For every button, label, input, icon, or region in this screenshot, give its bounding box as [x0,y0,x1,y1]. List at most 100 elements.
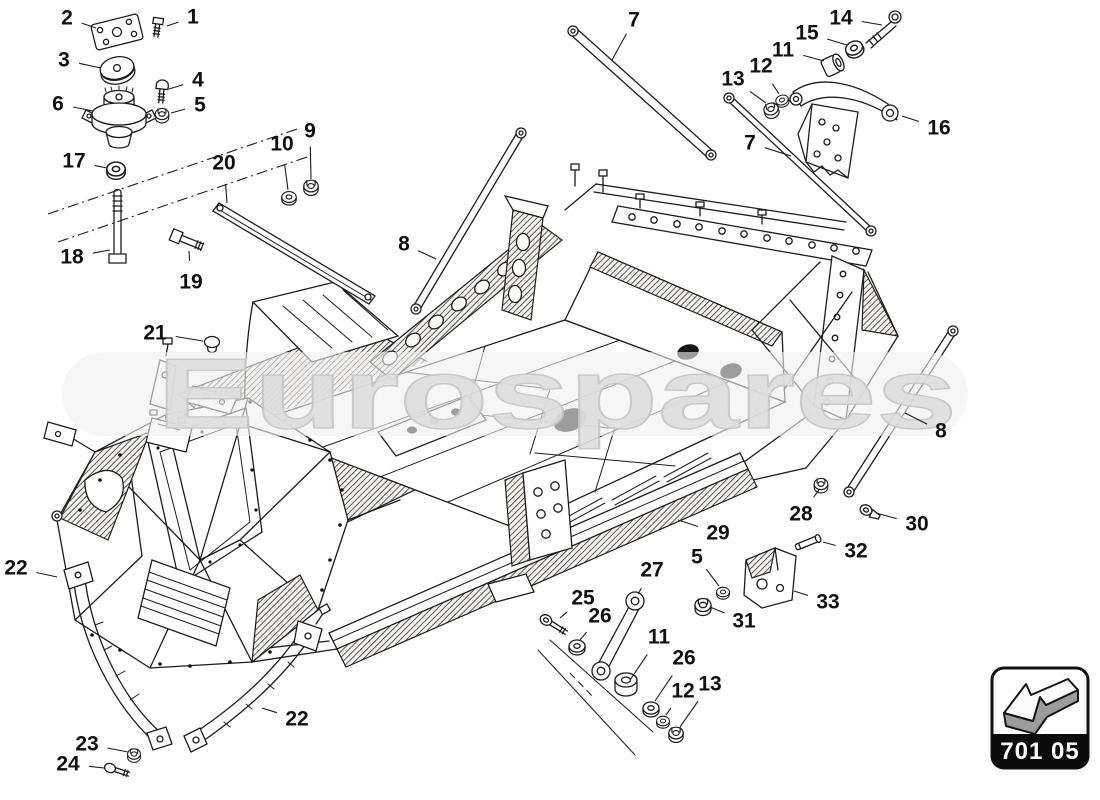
callout-leader-line [826,38,848,46]
callout-label: 7 [744,132,756,155]
part-nut-31 [694,597,712,617]
callout-leader-line [92,249,111,254]
callout-leader-line [705,568,720,587]
callout-leader-line [73,106,94,112]
callout-leader-line [904,412,928,425]
callout-label: 17 [62,150,85,173]
callout-label: 2 [61,7,73,30]
callout-label: 11 [648,626,671,649]
part-plate-2 [90,13,144,51]
part-washer-12b [656,715,670,729]
callout-label: 5 [194,94,206,117]
part-bar-20 [212,202,376,305]
callout-label: 15 [795,22,819,45]
callout-label: 12 [749,55,772,78]
callout-label: 13 [698,673,721,696]
callout-leader-line [861,20,883,26]
callout-label: 30 [905,513,928,536]
callout-label: 26 [672,647,695,670]
part-nut-5a [154,107,170,124]
callout-leader-line [875,512,897,520]
part-pin-32 [794,534,822,551]
callout-label: 18 [60,246,84,269]
callout-label: 7 [628,9,640,32]
callout-label: 23 [75,733,98,756]
callout-label: 6 [52,93,64,116]
part-bracket-33 [743,547,797,609]
callout-leader-line [36,571,58,578]
part-link-27 [591,591,645,681]
part-bolt-4 [155,79,169,104]
callout-label: 33 [816,591,839,614]
part-bolt-18 [108,188,127,264]
callout-leader-line [168,84,184,90]
callout-leader-line [629,654,648,681]
part-washer-10 [281,191,297,206]
callout-leader-line [749,90,767,104]
callout-leader-line [679,700,699,728]
exploded-parts [63,10,959,778]
callout-leader-line [611,33,627,61]
watermark-text: Eurospares [157,338,957,450]
callout-leader-line [225,183,228,204]
callout-label: 12 [671,680,694,703]
callout-leader-line [88,765,105,769]
callout-label: 9 [304,120,316,143]
callout-label: 28 [789,503,813,526]
part-strap-22a [63,561,173,751]
callout-leader-line [417,250,437,260]
part-nut-13b [668,726,684,744]
callout-leader-line [284,164,289,191]
callout-label: 13 [721,68,744,91]
callout-label: 26 [588,605,611,628]
callout-label: 19 [179,271,202,294]
part-washer-5b [716,586,730,600]
callout-leader-line [188,250,191,262]
callout-leader-line [261,707,278,714]
callout-label: 3 [58,49,70,72]
callout-leader-line [170,108,186,114]
part-arm-16 [789,81,899,179]
callout-leader-line [764,147,792,157]
part-bolt-19 [168,227,205,252]
part-washer-15 [842,37,867,62]
callout-leader-line [166,21,179,27]
part-nut-9 [303,179,319,197]
callout-leader-line [665,707,672,716]
callout-label: 31 [732,610,756,633]
callout-leader-line [559,611,568,619]
callout-label: 1 [187,6,199,29]
callout-label: 20 [212,152,235,175]
callout-leader-line [901,115,920,123]
part-rod-8a [410,127,527,315]
part-washer-17 [106,161,126,181]
callout-leader-line [309,146,312,180]
callout-label: 10 [270,133,293,156]
part-bushing-11a [820,53,845,78]
part-rod-7b [723,92,877,237]
callout-leader-line [78,62,102,69]
part-strap-22b [183,603,332,753]
part-bolt-1 [152,16,165,38]
callout-label: 29 [706,522,729,545]
callout-label: 11 [772,39,795,62]
callout-leader-line [107,747,129,753]
callout-leader-line [803,54,825,62]
direction-arrow-icon [1003,678,1079,735]
part-nut-23 [127,748,141,763]
callout-leader-line [677,519,699,528]
callout-leader-line [793,590,809,597]
callout-label: 8 [935,420,947,443]
page-code: 701 05 [1000,738,1079,765]
part-bolt-24 [103,762,131,778]
part-bolt-14 [865,10,902,49]
callout-leader-line [709,606,725,614]
watermark-band [62,352,968,436]
part-bolt-30 [859,504,881,520]
part-nut-28 [813,477,829,494]
callout-label: 21 [143,322,167,345]
callout-leader-line [771,83,780,95]
